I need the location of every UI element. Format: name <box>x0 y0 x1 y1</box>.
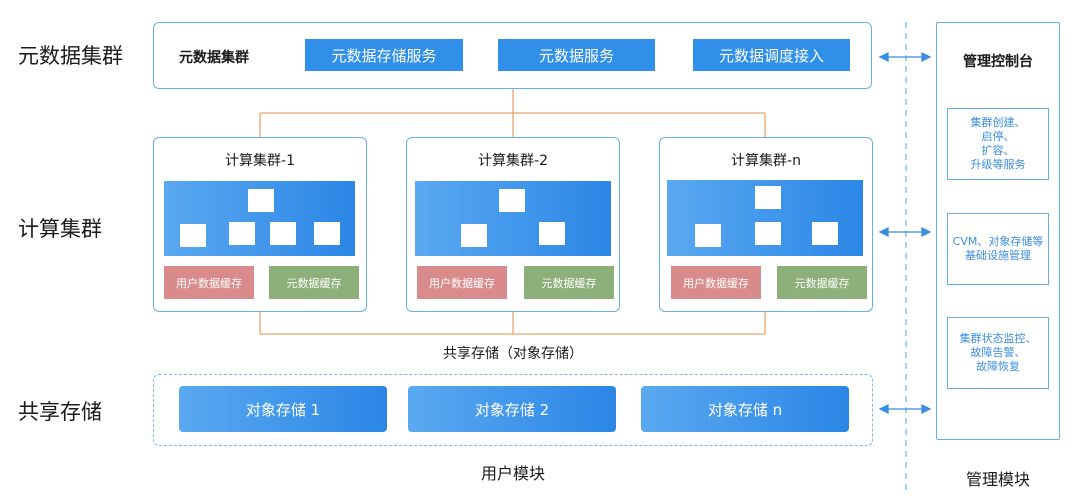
node-square <box>248 189 274 212</box>
row-label-compute: 计算集群 <box>18 217 102 241</box>
user-module-label: 用户模块 <box>480 464 545 483</box>
metadata-service-main: 元数据服务 <box>498 39 655 71</box>
metadata-cache-n: 元数据缓存 <box>777 266 867 299</box>
node-square <box>755 222 781 245</box>
mgmt-module-label: 管理模块 <box>965 470 1030 489</box>
node-square <box>755 186 781 209</box>
node-square <box>499 189 525 212</box>
row-label-storage: 共享存储 <box>18 400 102 424</box>
metadata-cluster-title: 元数据集群 <box>179 50 249 66</box>
mgmt-item-infrastructure: CVM、对象存储等 基础设施管理 <box>947 213 1049 285</box>
node-square <box>180 224 206 247</box>
compute-cluster-title: 计算集群-n <box>731 153 801 169</box>
shared-storage-caption: 共享存储（对象存储） <box>443 346 583 362</box>
user-data-cache-n: 用户数据缓存 <box>671 266 761 299</box>
management-console-title: 管理控制台 <box>963 54 1033 70</box>
metadata-cache-1: 元数据缓存 <box>269 266 359 299</box>
node-square <box>229 222 255 245</box>
node-square <box>539 222 565 245</box>
object-storage-n: 对象存储 n <box>641 386 849 432</box>
node-square <box>270 222 296 245</box>
compute-cluster-title: 计算集群-1 <box>225 153 295 169</box>
node-square <box>461 224 487 247</box>
mgmt-item-lifecycle: 集群创建、 启停、 扩容、 升级等服务 <box>947 108 1049 180</box>
double-arrows <box>878 51 932 415</box>
object-storage-2: 对象存储 2 <box>408 386 616 432</box>
row-label-metadata: 元数据集群 <box>18 44 123 68</box>
node-square <box>695 224 721 247</box>
node-square <box>314 222 340 245</box>
metadata-service-storage: 元数据存储服务 <box>305 39 463 71</box>
metadata-cache-2: 元数据缓存 <box>524 266 614 299</box>
shared-storage-box <box>153 374 873 446</box>
object-storage-1: 对象存储 1 <box>179 386 387 432</box>
node-square <box>812 222 838 245</box>
mgmt-item-monitoring: 集群状态监控、 故障告警、 故障恢复 <box>947 317 1049 389</box>
user-data-cache-1: 用户数据缓存 <box>164 266 254 299</box>
user-data-cache-2: 用户数据缓存 <box>417 266 507 299</box>
metadata-service-scheduler: 元数据调度接入 <box>693 39 850 71</box>
compute-cluster-title: 计算集群-2 <box>478 153 548 169</box>
